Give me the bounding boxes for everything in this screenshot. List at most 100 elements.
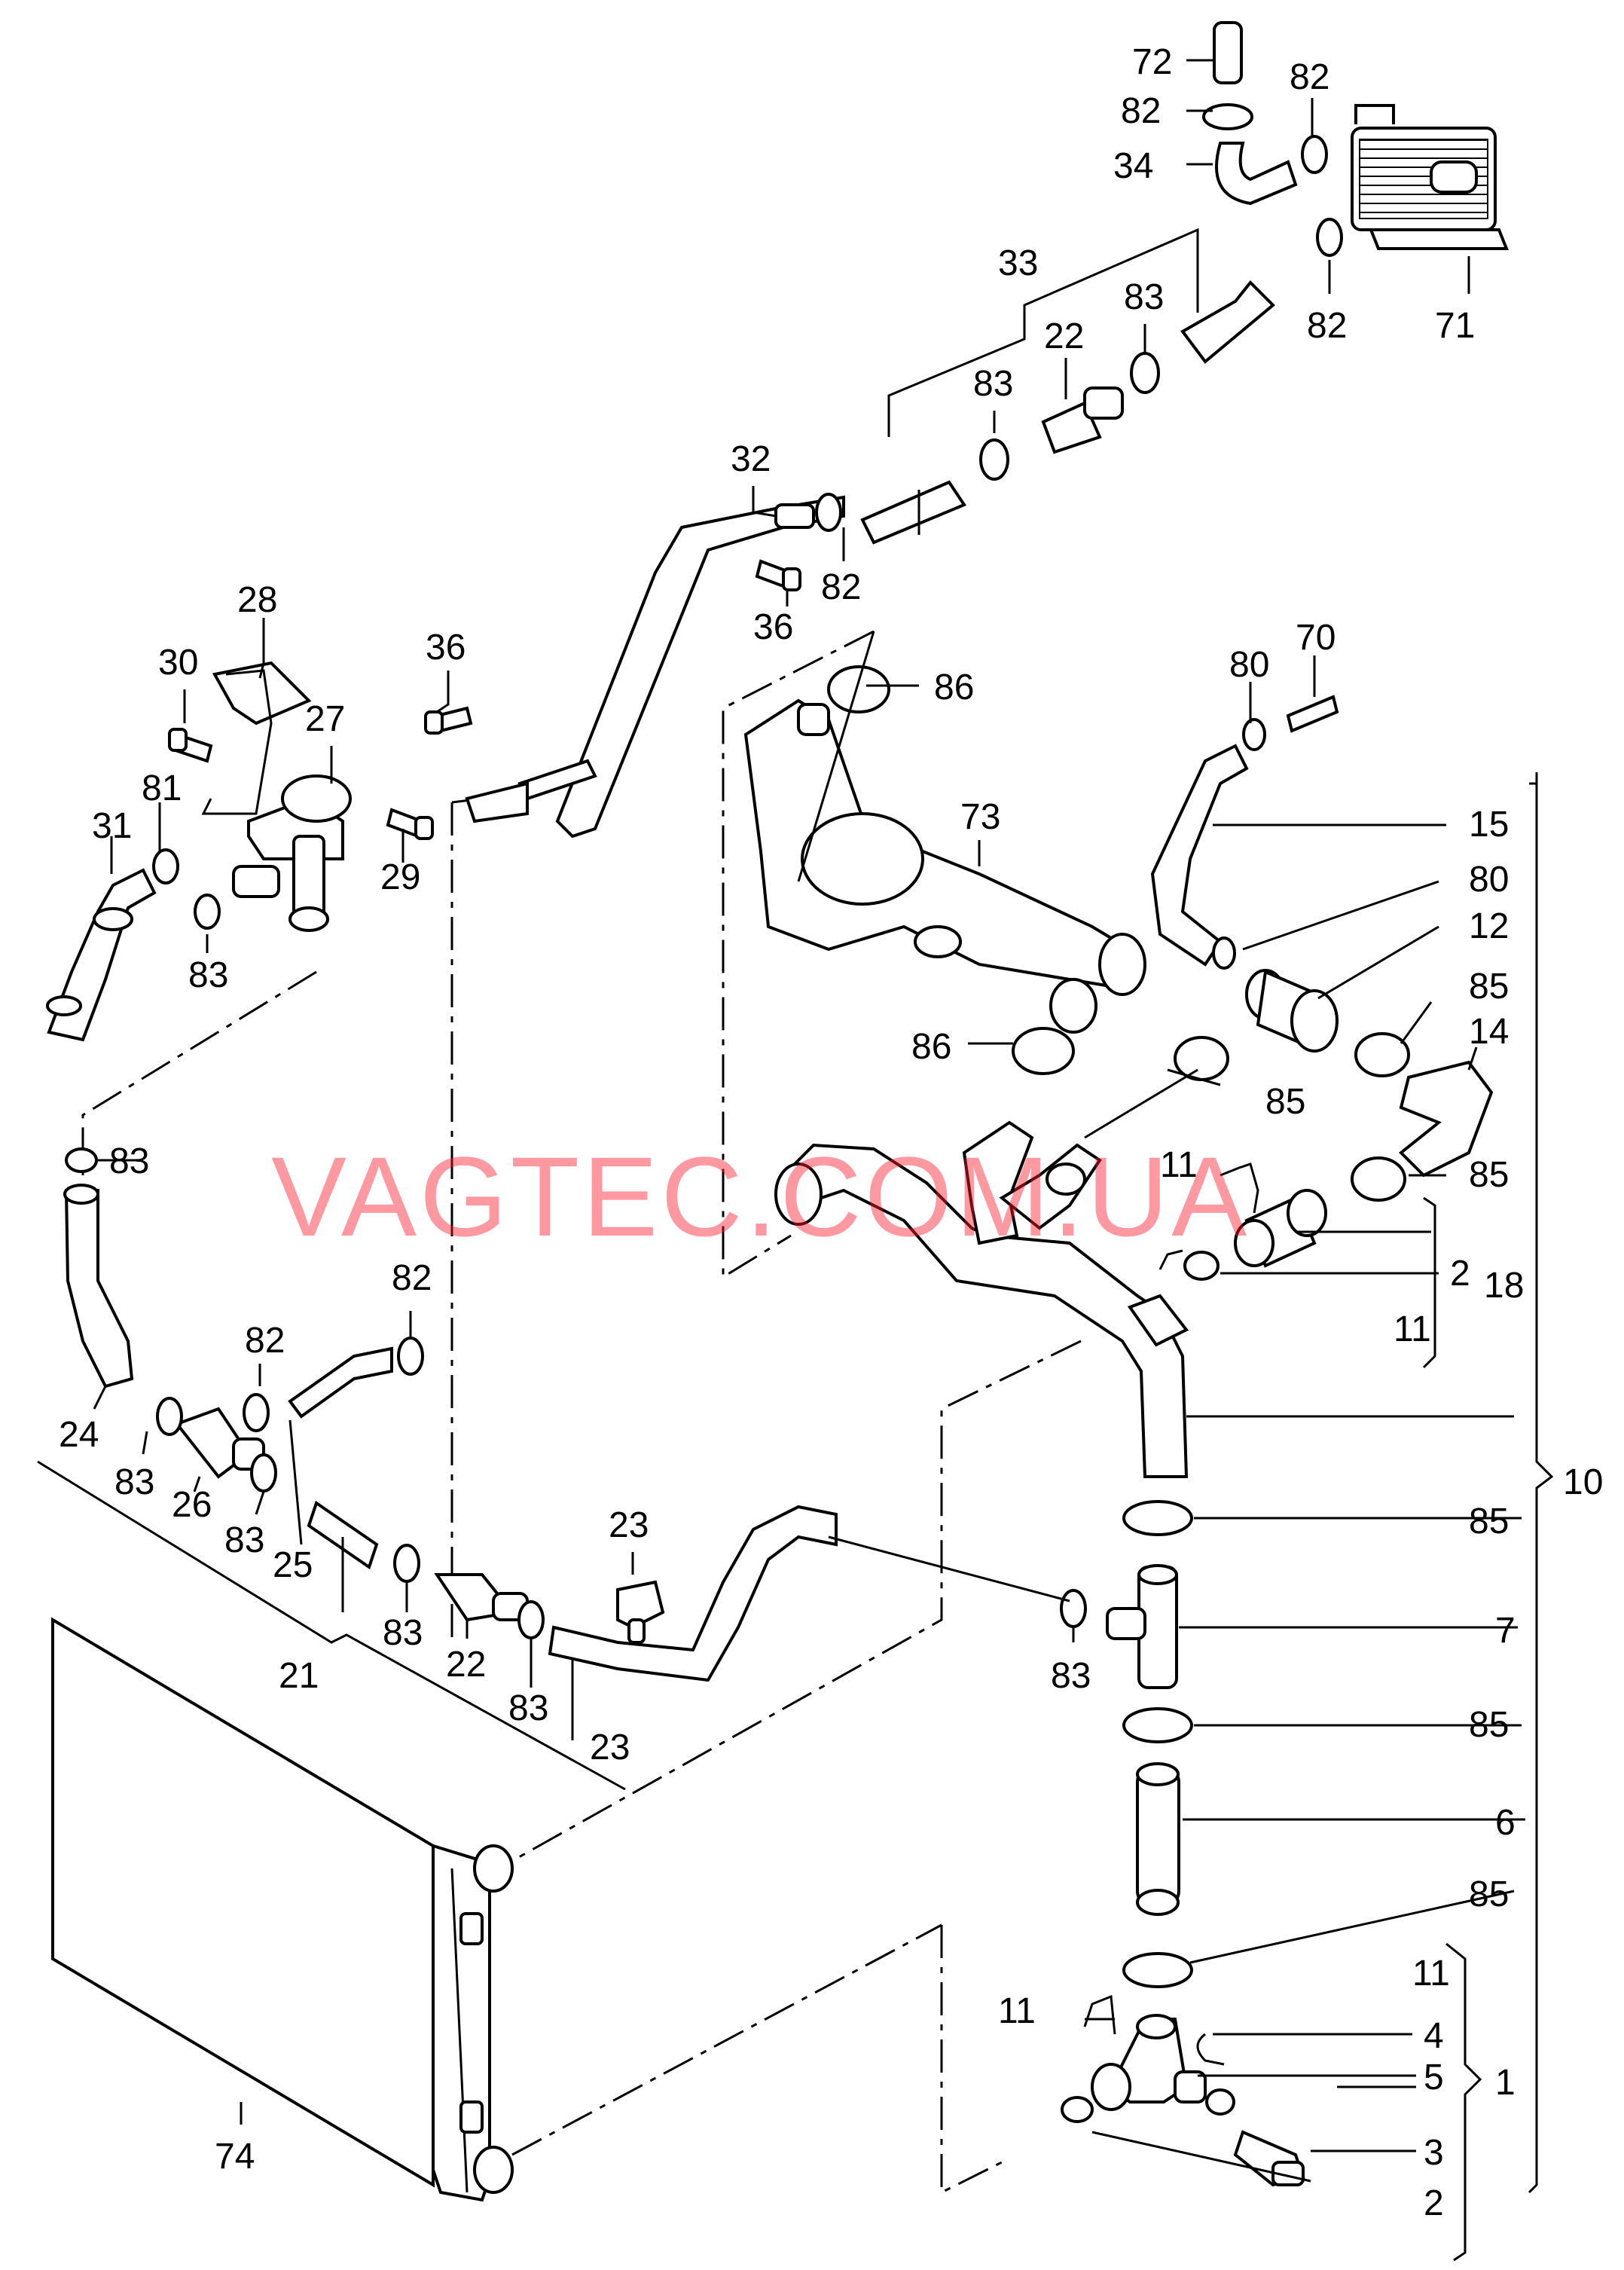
callout-23: 23 [590, 1728, 630, 1767]
clamp-85-stack [1122, 1500, 1193, 1988]
check-valve-22-lower [434, 1573, 545, 1639]
callout-25: 25 [273, 1545, 313, 1585]
hose-6 [1136, 1762, 1180, 1916]
hose-24 [63, 1147, 134, 1389]
clamp-86 [827, 665, 1075, 1075]
callout-82: 82 [1121, 91, 1161, 131]
clamp-82 [1301, 135, 1343, 257]
clamp-81 [152, 848, 179, 884]
callout-22: 22 [1044, 316, 1084, 356]
check-valve-22-top [979, 352, 1160, 481]
callout-21: 21 [279, 1656, 319, 1696]
callout-82: 82 [1307, 306, 1347, 346]
callout-83: 83 [383, 1613, 423, 1653]
callout-83: 83 [973, 364, 1013, 404]
callout-1: 1 [1495, 2063, 1516, 2103]
callout-11: 11 [1394, 1309, 1431, 1349]
part-11-upper [1220, 1162, 1259, 1214]
callout-18: 18 [1484, 1266, 1524, 1306]
callout-83: 83 [109, 1141, 149, 1181]
screw-29 [386, 808, 434, 840]
callout-74: 74 [215, 2137, 255, 2177]
hose-34 [1202, 21, 1298, 206]
callout-85: 85 [1469, 967, 1509, 1007]
clamp-83-pump [194, 894, 221, 930]
leader-lines [37, 59, 1554, 2262]
callout-31: 31 [92, 806, 132, 846]
callout-15: 15 [1469, 805, 1509, 845]
hose-21 [307, 1500, 420, 1583]
callout-23: 23 [609, 1505, 649, 1545]
callout-83: 83 [1124, 277, 1164, 317]
hose-23 [548, 1505, 838, 1682]
callout-83: 83 [508, 1688, 548, 1728]
callout-36: 36 [753, 607, 793, 647]
callout-6: 6 [1495, 1803, 1516, 1843]
callout-28: 28 [237, 580, 277, 620]
watermark: VAGTEC.COM.UA [271, 1133, 1250, 1260]
callout-85: 85 [1469, 1874, 1509, 1914]
callout-80: 80 [1229, 645, 1269, 685]
t-piece-7 [1106, 1564, 1178, 1689]
callout-labels: 72 82 82 34 33 83 22 83 82 71 32 82 36 2… [59, 42, 1603, 2223]
callout-26: 26 [172, 1485, 212, 1525]
callout-4: 4 [1424, 2016, 1444, 2056]
callout-29: 29 [380, 857, 420, 897]
aux-pump-27 [201, 661, 352, 932]
callout-85: 85 [1469, 1155, 1509, 1195]
hose-31 [46, 868, 157, 1042]
callout-82: 82 [245, 1321, 285, 1361]
callout-33: 33 [998, 243, 1038, 283]
part-11-lower [1083, 1994, 1116, 2035]
callout-2: 2 [1424, 2183, 1444, 2223]
callout-30: 30 [158, 643, 198, 683]
callout-81: 81 [142, 768, 182, 808]
callout-7: 7 [1495, 1611, 1516, 1651]
callout-85: 85 [1469, 1705, 1509, 1745]
callout-11: 11 [1412, 1954, 1450, 1994]
pipe-32 [465, 493, 845, 839]
hose-33 [860, 280, 1275, 545]
callout-82: 82 [392, 1258, 432, 1298]
callout-83: 83 [188, 955, 228, 995]
callout-11: 11 [1160, 1145, 1198, 1185]
callout-14: 14 [1469, 1012, 1509, 1052]
callout-71: 71 [1435, 306, 1475, 346]
callout-82: 82 [821, 567, 861, 607]
callout-80: 80 [1469, 860, 1509, 900]
callout-5: 5 [1424, 2058, 1444, 2097]
clamp-83-stack [1060, 1589, 1087, 1628]
callout-86: 86 [911, 1027, 951, 1067]
oil-cooler [1351, 104, 1509, 250]
radiator-74 [51, 1617, 514, 2202]
callout-82: 82 [1290, 57, 1329, 97]
hose-25 [288, 1337, 424, 1419]
callout-36: 36 [426, 628, 466, 668]
callout-83: 83 [114, 1462, 154, 1502]
callout-32: 32 [731, 439, 771, 479]
callout-83: 83 [1051, 1656, 1091, 1696]
callout-22: 22 [446, 1645, 486, 1685]
callout-3: 3 [1424, 2133, 1444, 2173]
callout-70: 70 [1296, 618, 1336, 658]
callout-11: 11 [998, 1991, 1036, 2031]
hose-15 [1150, 695, 1339, 970]
callout-27: 27 [305, 699, 345, 739]
callout-34: 34 [1113, 146, 1153, 186]
callout-85: 85 [1265, 1082, 1305, 1122]
callout-83: 83 [224, 1520, 264, 1560]
callout-85: 85 [1469, 1502, 1509, 1541]
screw-30 [168, 728, 213, 763]
hose-assembly-10 [774, 1120, 1189, 1478]
callout-86: 86 [934, 668, 974, 707]
connector-26 [156, 1393, 277, 1492]
part-18 [1158, 1189, 1327, 1281]
callout-12: 12 [1469, 906, 1509, 946]
callout-24: 24 [59, 1415, 99, 1455]
callout-2: 2 [1450, 1254, 1470, 1294]
callout-10: 10 [1563, 1462, 1603, 1502]
screw-36 [424, 559, 801, 735]
clamp-85-upper [1174, 1032, 1410, 1202]
callout-72: 72 [1132, 42, 1172, 82]
